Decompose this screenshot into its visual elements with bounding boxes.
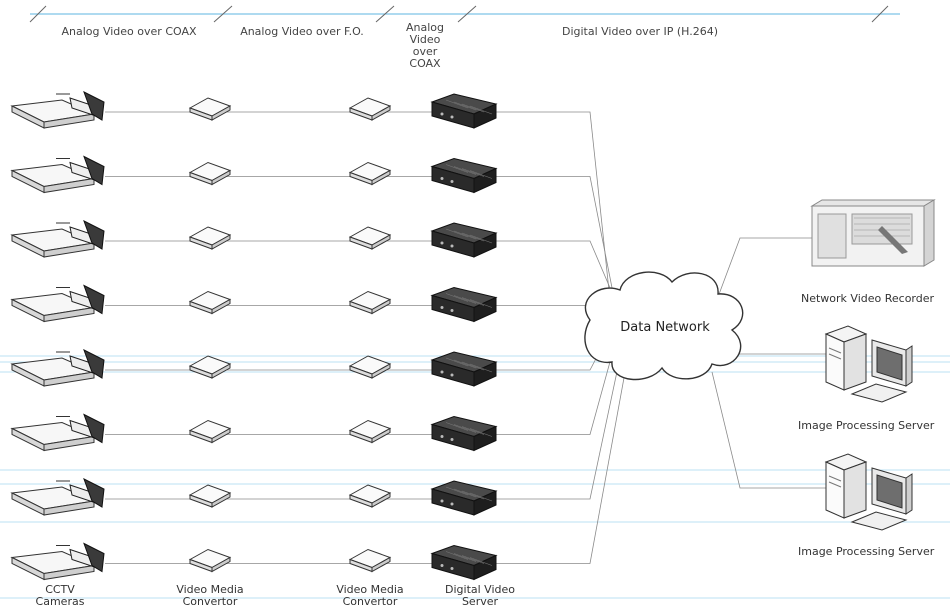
header-divider-5 bbox=[871, 5, 889, 23]
header-coax-2: Analog Video over COAX bbox=[405, 21, 444, 70]
digital-video-server-icon bbox=[430, 286, 498, 323]
video-media-converter-icon bbox=[188, 290, 232, 315]
video-media-converter-icon bbox=[348, 548, 392, 573]
video-media-converter-icon bbox=[188, 484, 232, 508]
header-coax: Analog Video over COAX bbox=[61, 25, 197, 38]
header-divider-1 bbox=[29, 5, 47, 23]
header-divider-3 bbox=[375, 5, 395, 23]
video-media-converter-icon bbox=[188, 419, 232, 444]
digital-video-server-icon bbox=[430, 222, 498, 258]
video-media-converter-icon bbox=[188, 161, 232, 186]
video-media-converter-icon bbox=[348, 97, 392, 121]
cctv-camera-icon bbox=[10, 413, 105, 452]
video-media-converter-icon bbox=[348, 419, 392, 444]
link-nvr bbox=[714, 237, 815, 306]
header-ip: Digital Video over IP (H.264) bbox=[561, 25, 719, 38]
video-media-converter-icon bbox=[348, 484, 392, 508]
ip-link-8 bbox=[495, 355, 629, 564]
label-data-network: Data Network bbox=[620, 320, 710, 335]
label-digital-video-server: Digital Video Server bbox=[445, 583, 515, 608]
label-ips-1: Image Processing Server bbox=[798, 419, 935, 432]
label-nvr: Network Video Recorder bbox=[801, 292, 935, 305]
video-media-converter-icon bbox=[348, 290, 392, 315]
data-network-cloud bbox=[584, 271, 744, 381]
image-processing-server-icon bbox=[824, 453, 913, 531]
digital-video-server-icon bbox=[430, 351, 498, 387]
label-cctv-cameras: CCTV Cameras bbox=[35, 583, 85, 608]
ip-link-7 bbox=[495, 347, 623, 500]
video-media-converter-icon bbox=[348, 226, 392, 250]
video-media-converter-icon bbox=[188, 226, 232, 250]
cctv-camera-icon bbox=[10, 90, 105, 129]
ip-link-6 bbox=[495, 339, 617, 435]
digital-video-server-icon bbox=[430, 93, 498, 129]
digital-video-server-icon bbox=[430, 544, 498, 581]
image-processing-server-icon bbox=[824, 325, 913, 403]
video-media-converter-icon bbox=[188, 97, 232, 121]
cctv-camera-icon bbox=[10, 284, 105, 323]
cctv-camera-icon bbox=[10, 155, 105, 194]
label-converter-a: Video Media Convertor bbox=[176, 583, 244, 608]
cctv-camera-icon bbox=[10, 477, 105, 516]
ip-link-1 bbox=[495, 111, 611, 301]
label-ips-2: Image Processing Server bbox=[798, 545, 935, 558]
video-media-converter-icon bbox=[188, 355, 232, 379]
header-fo: Analog Video over F.O. bbox=[240, 25, 364, 38]
header-divider-4 bbox=[457, 5, 477, 23]
video-media-converter-icon bbox=[348, 355, 392, 379]
link-ips-2 bbox=[711, 371, 826, 489]
video-media-converter-icon bbox=[188, 548, 232, 573]
digital-video-server-icon bbox=[430, 480, 498, 516]
digital-video-server-icon bbox=[430, 415, 498, 452]
cctv-camera-icon bbox=[10, 348, 105, 387]
header-divider-2 bbox=[213, 5, 233, 23]
network-video-recorder-icon bbox=[810, 199, 936, 267]
cctv-camera-icon bbox=[10, 542, 105, 581]
cctv-camera-icon bbox=[10, 219, 105, 258]
label-converter-b: Video Media Convertor bbox=[336, 583, 404, 608]
video-media-converter-icon bbox=[348, 161, 392, 186]
digital-video-server-icon bbox=[430, 157, 498, 194]
ip-link-2 bbox=[495, 176, 617, 309]
